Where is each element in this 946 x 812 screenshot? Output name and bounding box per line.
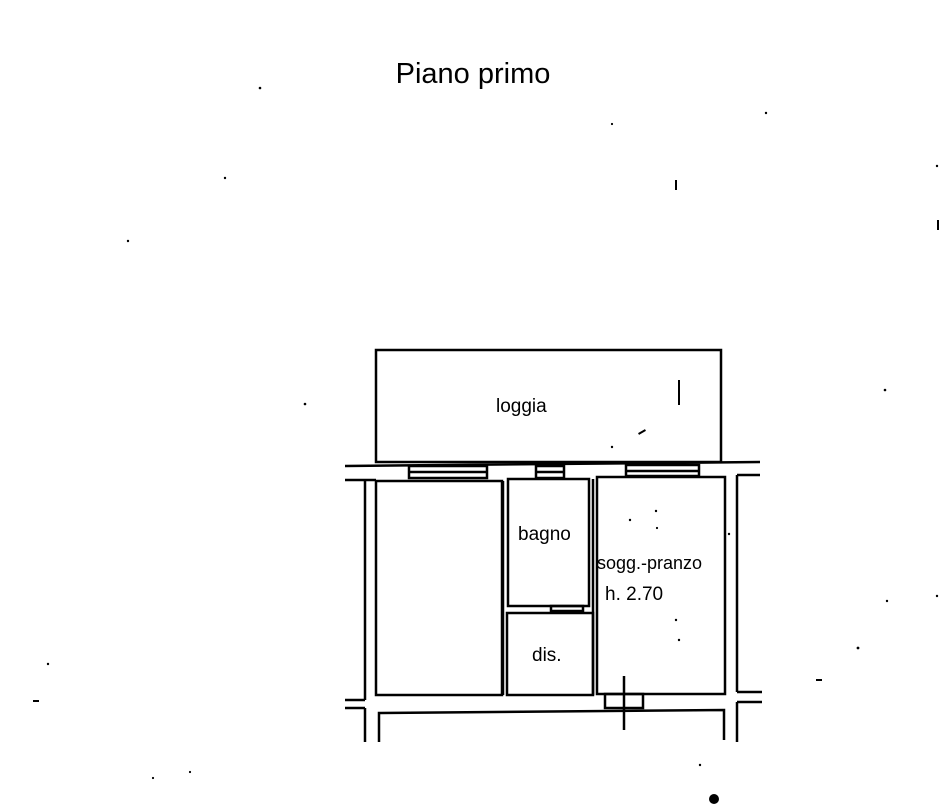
- room-height: h. 2.70: [605, 584, 664, 605]
- room-label-bagno: bagno: [518, 524, 571, 545]
- bagno-outline: [506, 477, 591, 608]
- loggia-outline: [374, 348, 723, 464]
- soggiorno-outline: [595, 475, 727, 696]
- left-room-outline: [374, 479, 504, 697]
- room-label-soggiorno: sogg.-pranzo: [597, 553, 703, 573]
- room-label-loggia: loggia: [496, 396, 547, 417]
- room-label-dis: dis.: [532, 645, 562, 666]
- floor-title: Piano primo: [395, 58, 551, 90]
